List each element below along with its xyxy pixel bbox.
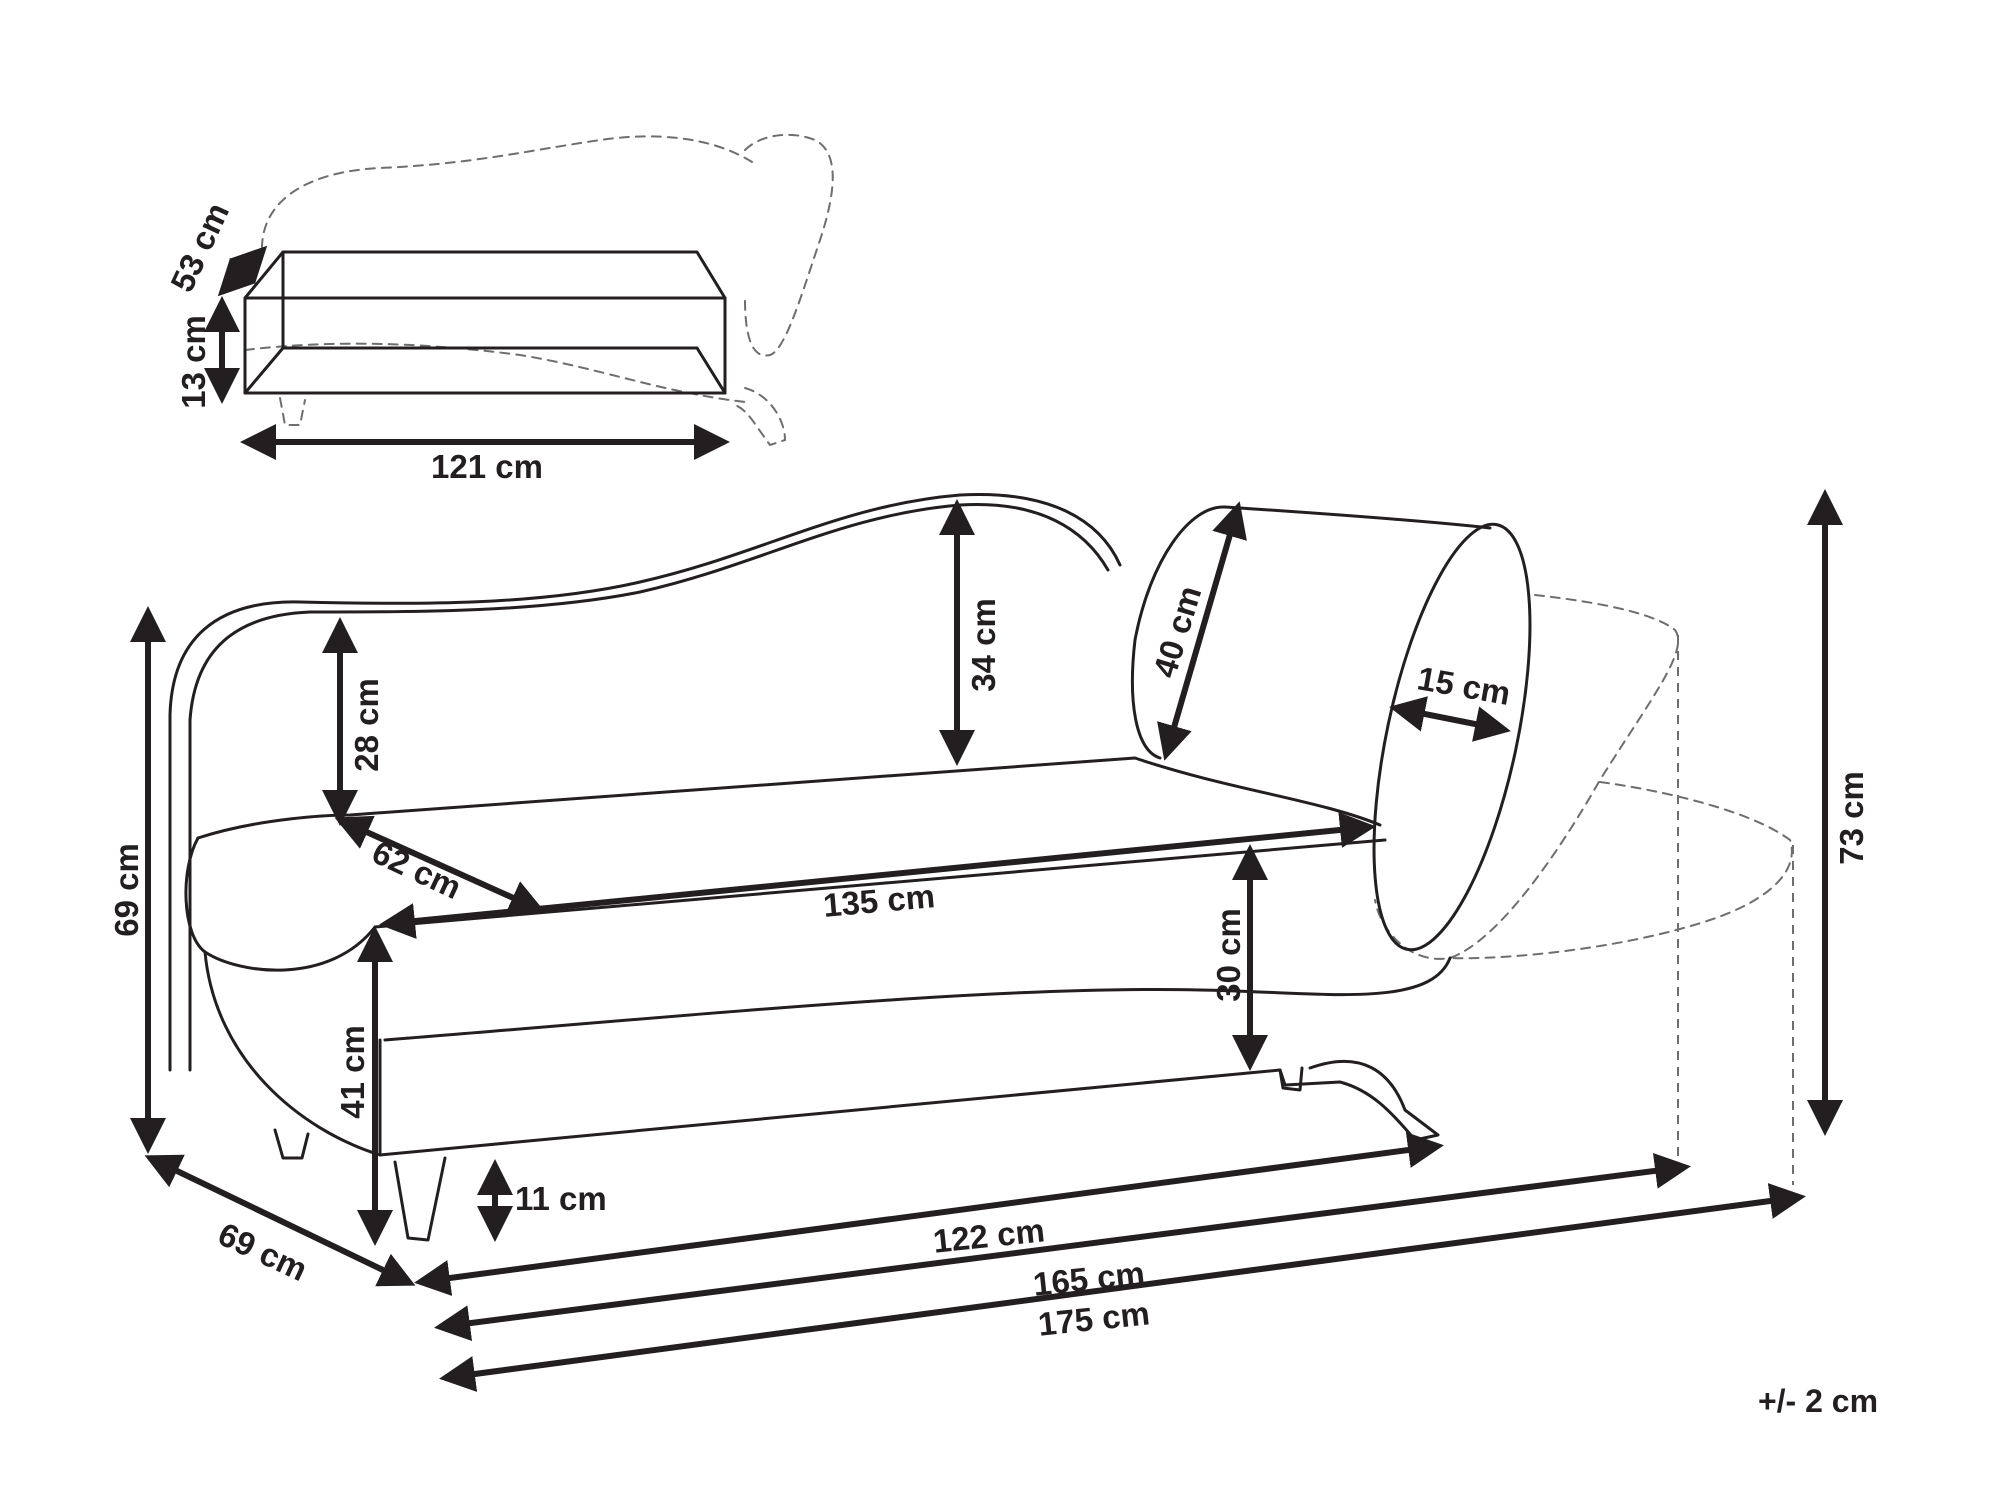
pillow-length-arrow: [1157, 501, 1247, 761]
base-top: [383, 956, 1452, 1042]
total-height-left-label: 69 cm: [108, 843, 145, 937]
seat-width-label: 135 cm: [822, 877, 937, 924]
inset-ghost-back: [261, 135, 753, 249]
storage-box-inset: 53 cm 13 cm 121 cm: [163, 133, 834, 485]
storage-width-label: 121 cm: [431, 448, 543, 485]
leg-back-left: [273, 1128, 310, 1160]
backrest-left-label: 28 cm: [348, 678, 385, 772]
seat-top: [196, 756, 1382, 840]
seat-depth-label: 62 cm: [367, 833, 467, 906]
inset-ghost-pillow: [744, 133, 834, 357]
dimension-arrows: [130, 489, 1843, 1392]
backrest-right-label: 34 cm: [965, 598, 1002, 692]
base-height-label: 41 cm: [334, 1025, 371, 1119]
leg-height-label: 11 cm: [515, 1180, 607, 1217]
storage-depth-arrow: [217, 245, 268, 297]
leg-front-left: [393, 1156, 447, 1242]
tolerance-label: +/- 2 cm: [1758, 1383, 1878, 1419]
depth-arrow: [144, 1154, 416, 1287]
pillow-diameter-label: 15 cm: [1415, 659, 1514, 712]
ghost-pillow-lower: [1449, 781, 1793, 960]
inset-ghost-seat: [244, 342, 746, 403]
seat-height-right-label: 30 cm: [1210, 908, 1247, 1002]
seat-width-arrow: [379, 812, 1376, 939]
length-extended-arrow: [439, 1183, 1806, 1392]
total-height-right-label: 73 cm: [1833, 771, 1870, 865]
length-extended-label: 175 cm: [1036, 1294, 1151, 1342]
backrest: [168, 492, 1122, 1072]
inset-ghost-leg-left: [279, 397, 306, 426]
storage-box-inner-right: [695, 346, 727, 395]
leg-front-right: [1278, 1059, 1440, 1142]
ghost-pillow: [1374, 594, 1680, 960]
storage-box-top: [243, 250, 727, 300]
pillow-right-end: [1372, 522, 1532, 952]
storage-box-front: [243, 296, 727, 395]
pillow-diameter-arrow: [1389, 696, 1511, 742]
pillow-body: [1223, 505, 1492, 530]
storage-depth-label: 53 cm: [163, 197, 236, 297]
storage-box-inner-left: [243, 346, 285, 395]
inset-ghost-leg-right: [734, 387, 787, 447]
storage-height-label: 13 cm: [175, 315, 212, 409]
backrest-inner: [188, 502, 1110, 1072]
seat-left-end: [184, 836, 377, 972]
leg-back-right: [1278, 1066, 1304, 1092]
